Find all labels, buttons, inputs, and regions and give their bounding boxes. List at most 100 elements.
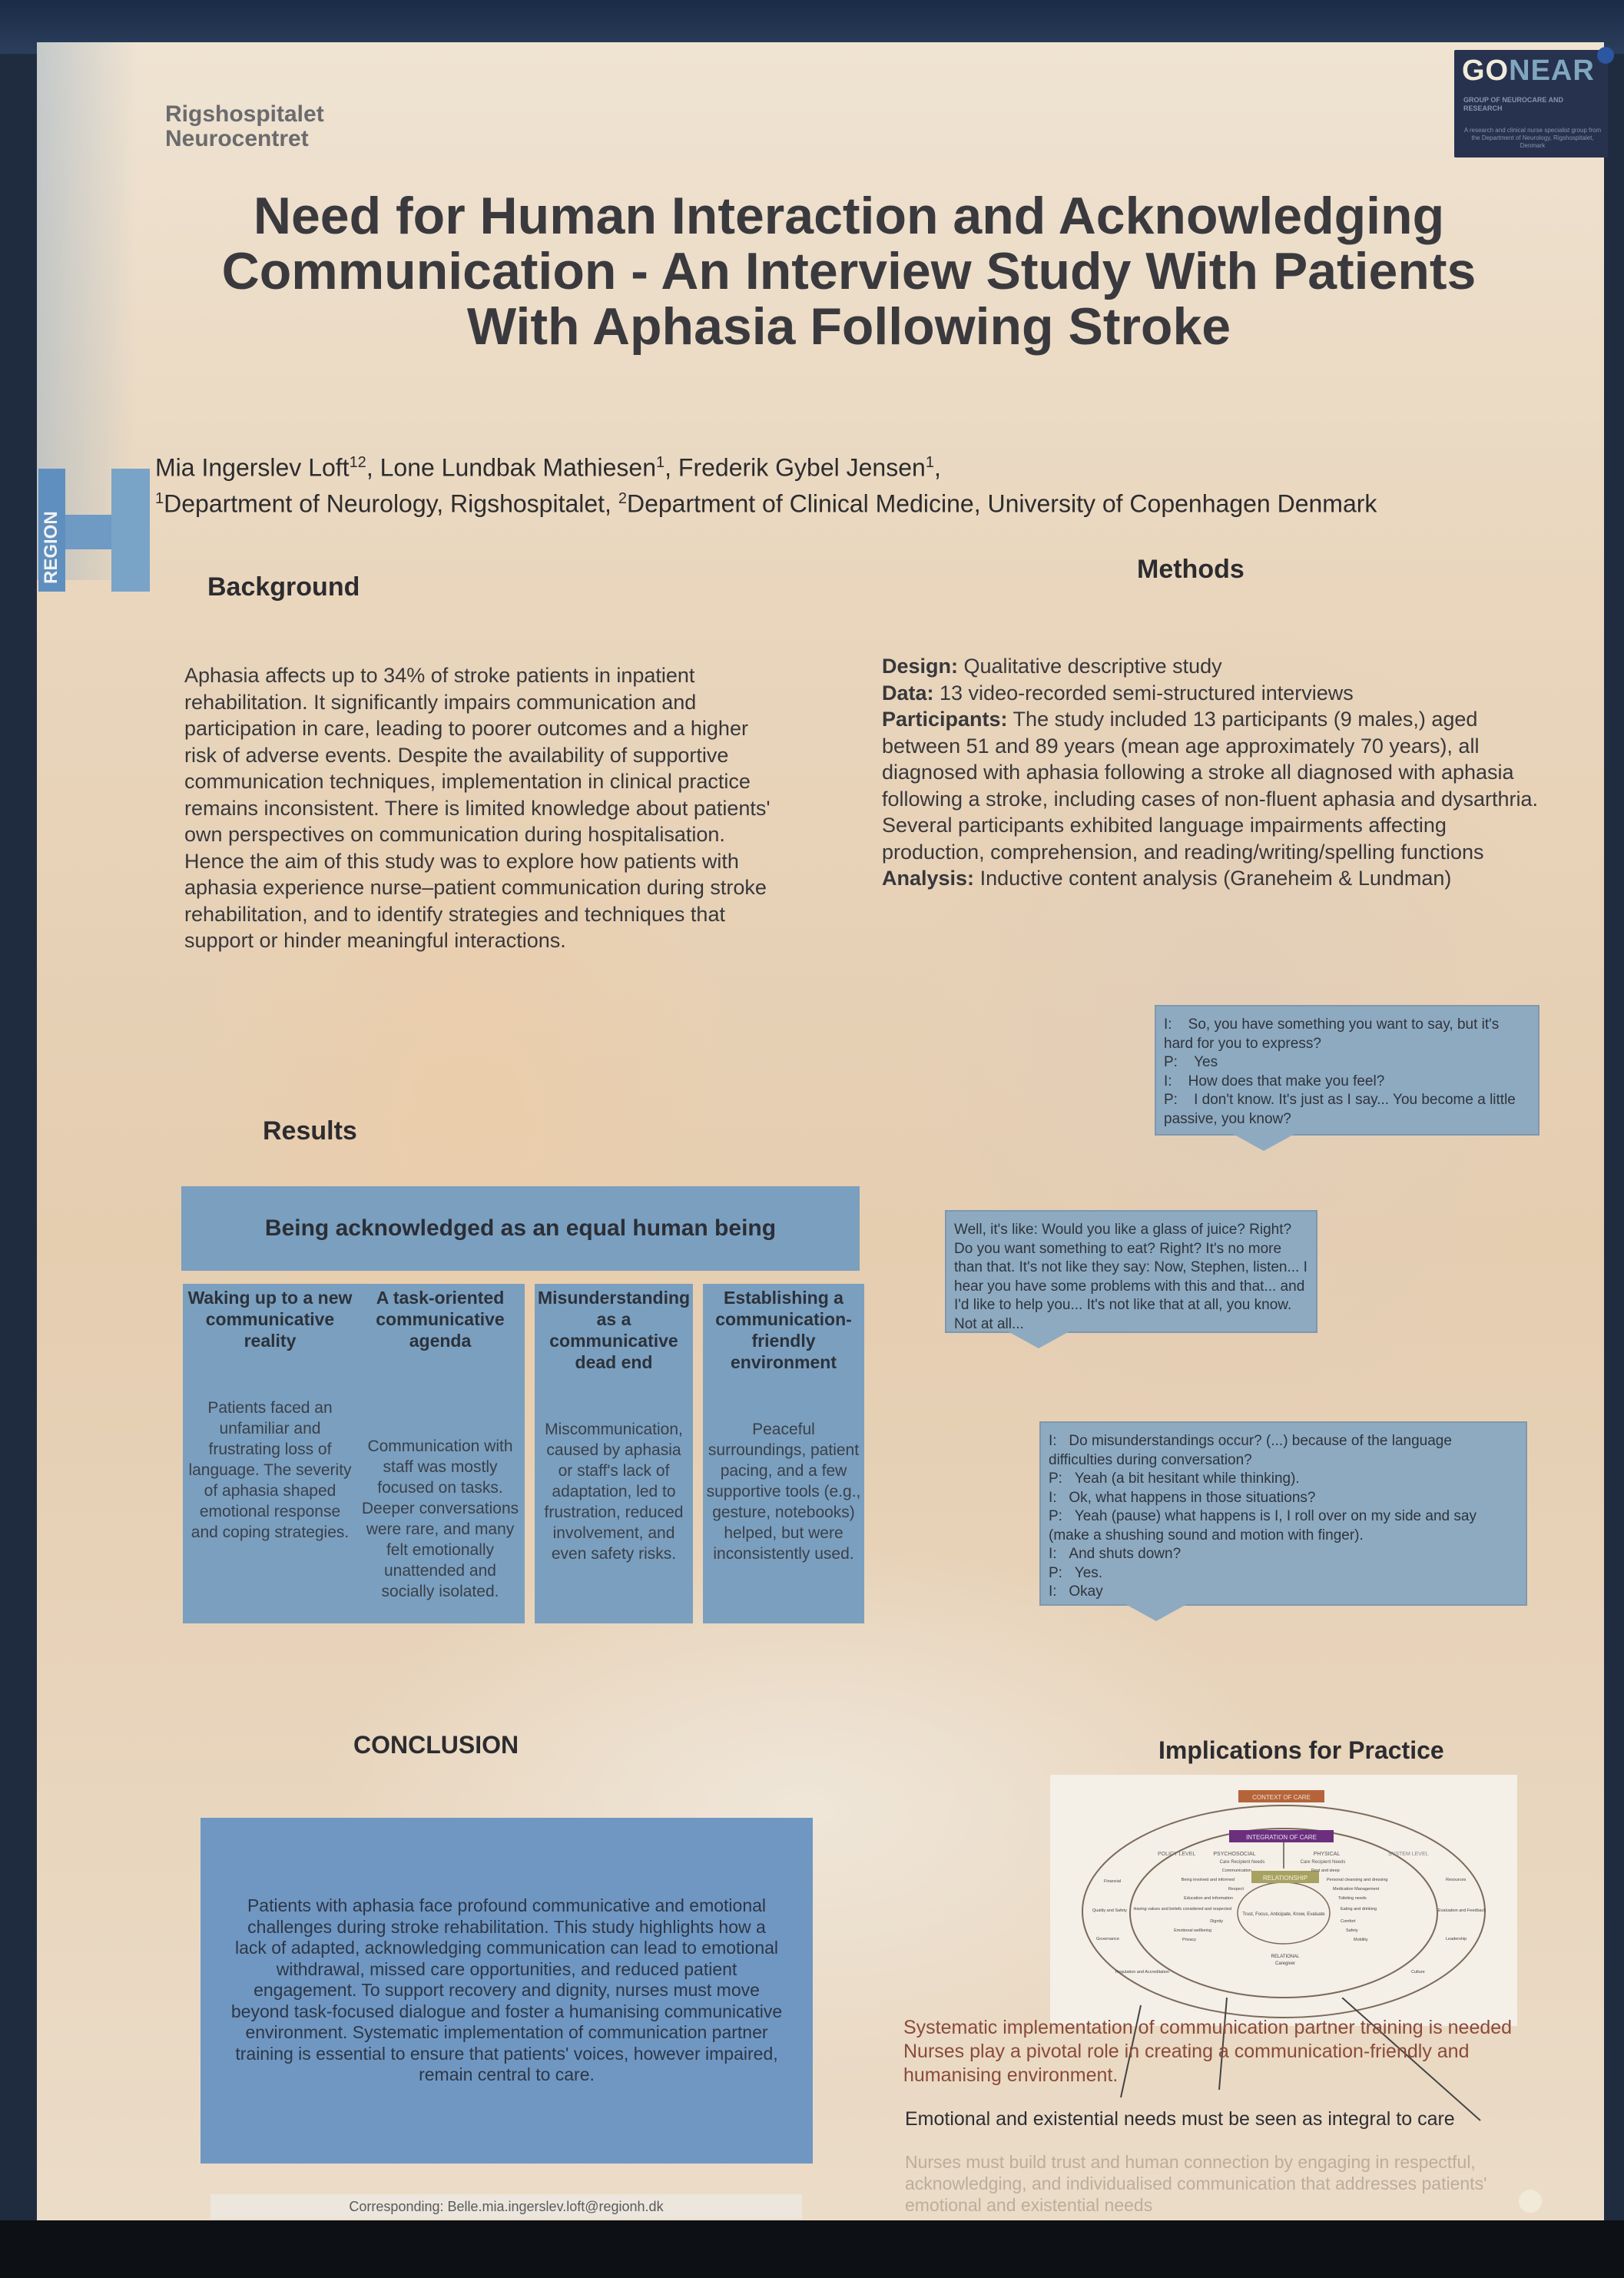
theme-column-3: Misunderstanding as a communicative dead…: [535, 1284, 693, 1623]
title-line: Communication - An Interview Study With …: [221, 242, 1477, 300]
author-sup: 1: [655, 454, 665, 471]
diagram-item: Communication: [1222, 1868, 1251, 1873]
background-heading: Background: [207, 572, 360, 602]
quote-line: P: Yes: [1164, 1054, 1218, 1070]
quote-line: I: Okay: [1049, 1583, 1103, 1600]
methods-text: Design: Qualitative descriptive study Da…: [882, 653, 1550, 892]
diagram-item: Toileting needs: [1338, 1896, 1367, 1901]
analysis-value: Inductive content analysis (Graneheim & …: [974, 867, 1452, 890]
title-line: With Aphasia Following Stroke: [466, 297, 1231, 356]
conclusion-text: Patients with aphasia face profound comm…: [230, 1895, 783, 2085]
relational-label: RELATIONAL: [1271, 1955, 1301, 1959]
institution-name: Rigshospitalet Neurocentret: [165, 102, 324, 151]
quote-line: P: Yes.: [1049, 1564, 1103, 1581]
design-label: Design:: [882, 655, 959, 678]
theme-title: Waking up to a new communicative reality: [187, 1288, 353, 1351]
diagram-item: Mobility: [1354, 1938, 1368, 1942]
institution-line2: Neurocentret: [165, 126, 309, 151]
middle-ellipse: [1129, 1828, 1438, 1998]
author: , Frederik Gybel Jensen: [665, 453, 926, 482]
institution-line1: Rigshospitalet: [165, 101, 324, 127]
author: Mia Ingerslev Loft: [155, 453, 350, 482]
relationship-label: RELATIONSHIP: [1263, 1875, 1307, 1882]
diagram-item: Having values and beliefs considered and…: [1134, 1907, 1232, 1912]
quote-line: I: How does that make you feel?: [1164, 1073, 1385, 1089]
data-value: 13 video-recorded semi-structured interv…: [933, 681, 1354, 705]
conclusion-box: Patients with aphasia face profound comm…: [201, 1818, 813, 2164]
diagram-outer-item: Regulation and Accreditation: [1115, 1970, 1169, 1975]
diagram-outer-item: Evaluation and Feedback: [1438, 1908, 1486, 1913]
quote-line: P: Yeah (a bit hesitant while thinking).: [1049, 1471, 1300, 1487]
methods-heading: Methods: [1137, 555, 1245, 584]
diagram-item: Safety: [1346, 1928, 1358, 1933]
design-value: Qualitative descriptive study: [958, 655, 1222, 678]
theme-title: Establishing a communication-friendly en…: [715, 1288, 852, 1372]
author-sep: ,: [933, 453, 941, 482]
diagram-outer-item: Financial: [1104, 1879, 1121, 1884]
theme-text: Miscommunication, caused by aphasia or s…: [544, 1421, 684, 1563]
quote-line: I: Do misunderstandings occur? (...) bec…: [1049, 1433, 1452, 1468]
diagram-outer-item: Culture: [1411, 1970, 1425, 1975]
quote-bubble-3: I: Do misunderstandings occur? (...) bec…: [1039, 1421, 1527, 1621]
aff-sup: 2: [618, 489, 627, 507]
system-level-label: SYSTEM LEVEL: [1388, 1852, 1429, 1857]
needs-label: Care Recipient Needs: [1301, 1860, 1346, 1865]
diagram-item: Being involved and informed: [1182, 1878, 1235, 1882]
pushpin-icon: [1597, 47, 1614, 64]
psychosocial-label: PSYCHOSOCIAL: [1213, 1852, 1255, 1857]
region-h-logo: REGION: [38, 469, 150, 592]
implications-text: Systematic implementation of communicati…: [903, 2016, 1564, 2087]
pushpin-icon: [1519, 2190, 1542, 2213]
physical-label: PHYSICAL: [1314, 1852, 1341, 1857]
aff-sup: 1: [155, 489, 164, 507]
quote-line: Well, it's like: Would you like a glass …: [954, 1222, 1307, 1332]
relationship-label-box: [1251, 1871, 1319, 1883]
authors-block: Mia Ingerslev Loft12, Lone Lundbak Mathi…: [155, 447, 1377, 519]
logo-word-go: GO: [1462, 55, 1510, 87]
author-sup: 12: [349, 454, 366, 471]
caregiver-label: Caregiver: [1275, 1961, 1295, 1966]
diagram-item: Comfort: [1341, 1919, 1356, 1924]
implication-line: Systematic implementation of communicati…: [903, 2017, 1513, 2038]
quote-line: I: Ok, what happens in those situations?: [1049, 1489, 1316, 1506]
background-text: Aphasia affects up to 34% of stroke pati…: [184, 664, 771, 952]
context-label: CONTEXT OF CARE: [1252, 1794, 1311, 1801]
corresponding-email: Corresponding: Belle.mia.ingerslev.loft@…: [210, 2194, 802, 2219]
implication-emotional: Emotional and existential needs must be …: [905, 2108, 1455, 2130]
affiliation: Department of Clinical Medicine, Univers…: [626, 489, 1377, 518]
affiliations: 1Department of Neurology, Rigshospitalet…: [155, 483, 1377, 519]
diagram-item: Dignity: [1210, 1919, 1223, 1924]
affiliation: Department of Neurology, Rigshospitalet,: [164, 489, 618, 518]
speech-tail: [1125, 1604, 1187, 1621]
quote-bubble-2: Well, it's like: Would you like a glass …: [945, 1210, 1317, 1348]
diagram-item: Eating and drinking: [1341, 1907, 1377, 1912]
outer-ellipse: [1082, 1805, 1486, 2018]
theme-text: Communication with staff was mostly focu…: [361, 1437, 519, 1600]
diagram-item: Education and information: [1184, 1896, 1233, 1901]
quote-line: I: So, you have something you want to sa…: [1164, 1016, 1500, 1052]
title-line: Need for Human Interaction and Acknowled…: [253, 187, 1445, 245]
implication-faint: Nurses must build trust and human connec…: [905, 2152, 1487, 2215]
theme-title: A task-oriented communicative agenda: [376, 1288, 505, 1351]
theme-column-2: A task-oriented communicative agenda Com…: [356, 1284, 525, 1623]
author-list: Mia Ingerslev Loft12, Lone Lundbak Mathi…: [155, 447, 1377, 483]
theme-column-4: Establishing a communication-friendly en…: [703, 1284, 864, 1623]
diagram-outer-item: Quality and Safety: [1092, 1908, 1127, 1913]
context-label-box: [1238, 1790, 1324, 1802]
speech-tail: [1233, 1134, 1294, 1151]
author: , Lone Lundbak Mathiesen: [366, 453, 656, 482]
integration-label-box: [1229, 1830, 1334, 1842]
theme-text: Peaceful surroundings, patient pacing, a…: [706, 1421, 861, 1563]
logo-word-near: NEAR: [1509, 55, 1595, 87]
integration-label: INTEGRATION OF CARE: [1246, 1834, 1317, 1841]
results-banner: Being acknowledged as an equal human bei…: [181, 1186, 860, 1271]
author-sup: 1: [925, 454, 934, 471]
diagram-item: Respect: [1228, 1887, 1245, 1892]
diagram-item: Rest and sleep: [1311, 1868, 1340, 1873]
diagram-outer-item: Leadership: [1446, 1937, 1467, 1941]
quote-bubble-1: I: So, you have something you want to sa…: [1155, 1005, 1539, 1151]
logo-subtitle: GROUP OF NEUROCARE AND RESEARCH: [1463, 96, 1564, 112]
floor-shadow: [0, 2220, 1624, 2278]
implications-heading: Implications for Practice: [1158, 1736, 1444, 1764]
theme-column-1: Waking up to a new communicative reality…: [183, 1284, 357, 1623]
